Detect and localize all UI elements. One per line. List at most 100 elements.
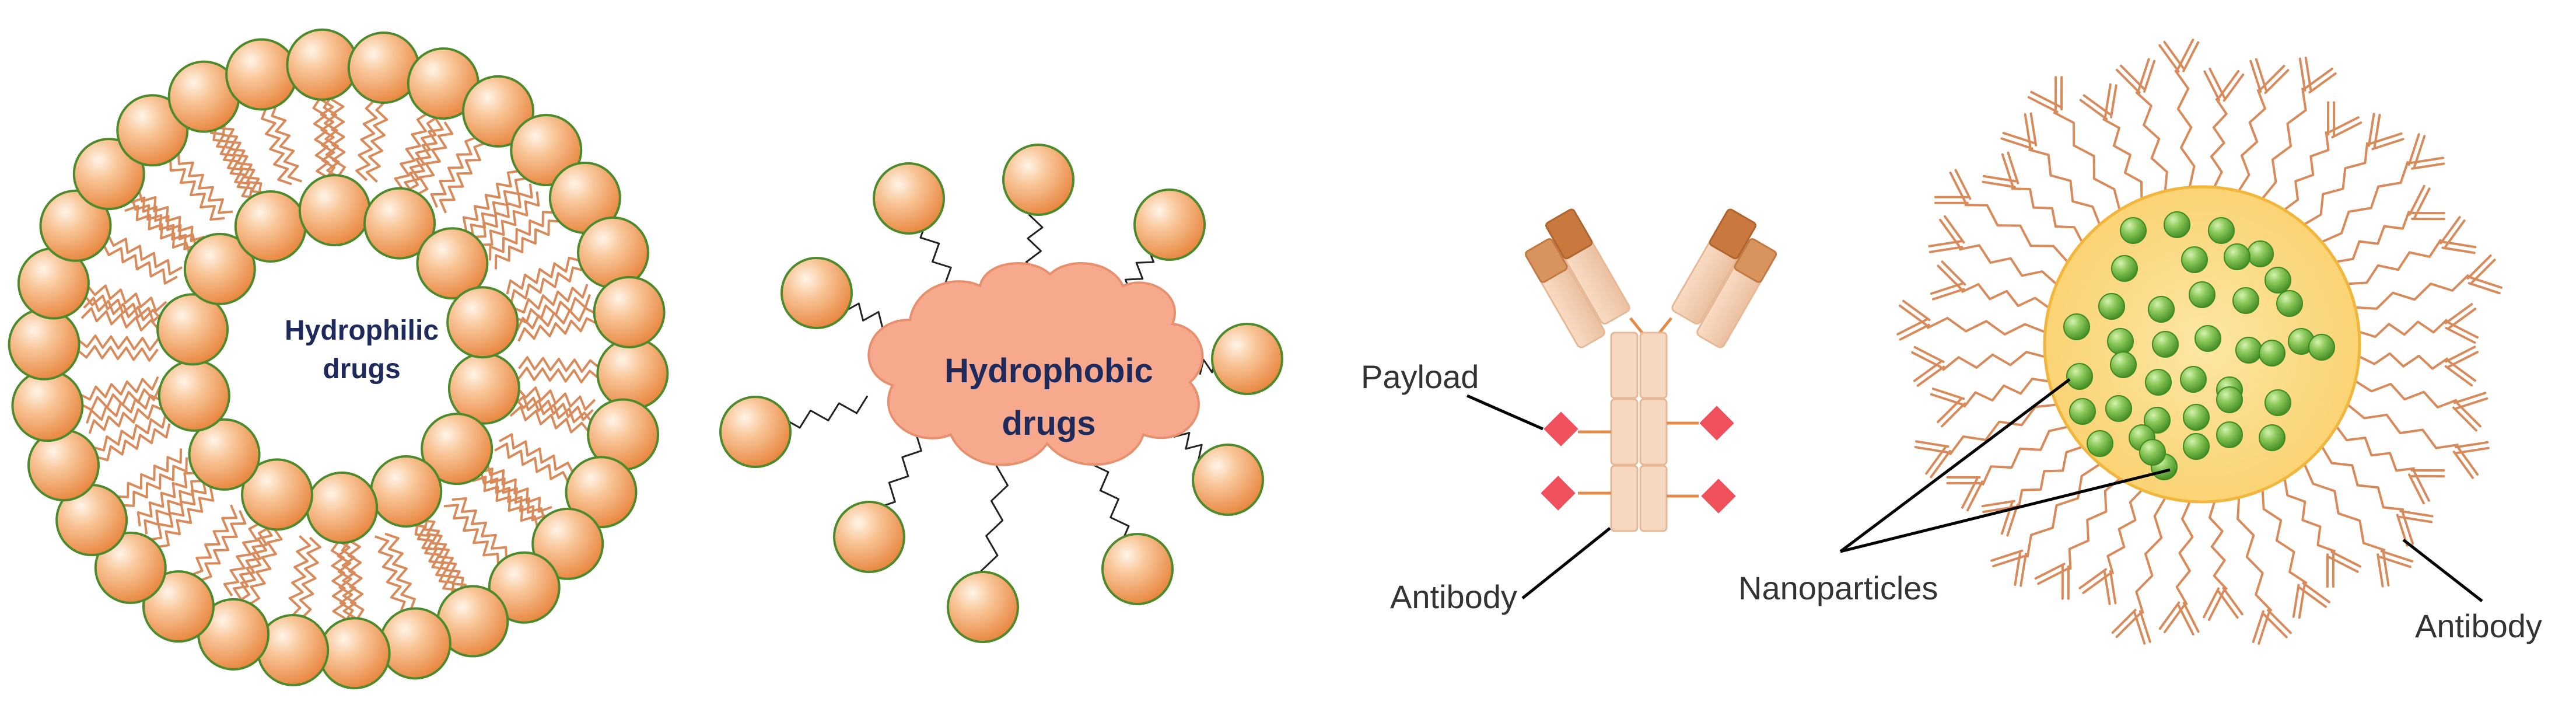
antibody-stem <box>2336 427 2415 472</box>
antibody-arm <box>2445 345 2476 363</box>
antibody-arm <box>2078 568 2107 589</box>
antibody-arm <box>2260 65 2286 90</box>
antibody-arm <box>2292 584 2300 618</box>
lipid-tail <box>271 106 303 183</box>
antibody-arm <box>2408 473 2425 505</box>
antibody-arm <box>2457 447 2479 476</box>
lipid-tail <box>336 539 354 619</box>
lipid-tail <box>424 519 467 587</box>
antibody-arm <box>2203 70 2221 102</box>
lipid-tail <box>418 121 454 195</box>
antibody-stem <box>2174 69 2196 187</box>
lipid-tail <box>439 142 484 214</box>
antibody-arm <box>1939 218 1961 247</box>
lipid-tail <box>517 367 598 383</box>
antibody-stem <box>2102 117 2143 198</box>
lipid-tail <box>517 356 599 373</box>
adc-left-arm <box>1524 208 1630 348</box>
nanoparticle-dot <box>2183 433 2210 460</box>
lipid-head <box>116 94 189 167</box>
antibody-stem <box>2321 446 2404 511</box>
antibody-arm <box>2110 84 2118 118</box>
antibody-arm <box>2079 99 2108 120</box>
nanoparticle-dot <box>2063 313 2090 340</box>
antibody-arm <box>2143 60 2156 93</box>
antibody-arm <box>1954 169 1972 200</box>
lipid-head <box>318 617 391 690</box>
lipid-head <box>158 359 230 432</box>
antibody-arm <box>2007 151 2020 184</box>
np-antibody-leader-line <box>2402 539 2483 602</box>
antibody-arm <box>2441 246 2476 254</box>
antibody-arm <box>2413 470 2430 502</box>
antibody-arm <box>2298 585 2306 619</box>
lipid-tail <box>384 532 416 609</box>
lipid-head <box>94 531 167 604</box>
antibody-arm <box>1931 388 1965 400</box>
antibody-stem <box>1958 244 2057 284</box>
antibody-arm <box>2298 57 2306 92</box>
lipid-tail <box>487 465 552 513</box>
lipid-head <box>421 413 494 486</box>
antibody-stem <box>2360 352 2449 370</box>
antibody-arm <box>2444 365 2473 387</box>
lipid-head <box>225 38 298 111</box>
lipid-tail <box>103 246 178 285</box>
antibody-arm <box>2207 590 2225 621</box>
lipid-tail <box>108 236 183 275</box>
antibody-arm <box>2305 67 2333 89</box>
nanoparticle-dot <box>2180 366 2207 393</box>
antibody-stem <box>2284 131 2330 210</box>
adc-stem <box>1610 331 1668 532</box>
antibody-stem <box>2017 446 2082 509</box>
antibody-arm <box>2399 509 2434 518</box>
antibody-arm <box>1915 440 1950 448</box>
antibody-arm <box>2029 112 2038 146</box>
payload-diamond <box>1541 476 1576 511</box>
lipid-head <box>188 418 261 491</box>
lipid-head <box>39 189 112 262</box>
lipid-tail <box>223 523 259 596</box>
antibody-arm <box>2203 587 2220 619</box>
lipid-head <box>510 114 583 187</box>
lipid-tail <box>365 102 388 183</box>
antibody-arm <box>2034 563 2066 580</box>
liposome-label-line1: Hydrophilic <box>285 315 439 346</box>
antibody-arm <box>2455 441 2489 449</box>
antibody-stem <box>2135 498 2166 614</box>
lipid-tail <box>169 160 225 221</box>
antibody-arm <box>2448 360 2476 382</box>
lipid-tail <box>443 504 499 564</box>
lipid-tail <box>80 376 159 401</box>
antibody-arm <box>2020 553 2027 587</box>
lipid-head <box>363 187 436 260</box>
nanoparticles-leader-line-2 <box>1840 468 2171 553</box>
lipid-tail <box>177 154 233 214</box>
antibody-arm <box>1899 304 1927 326</box>
adc-antibody-label: Antibody <box>1390 578 1517 615</box>
lipid-tail <box>233 527 268 601</box>
lipid-tail <box>499 433 573 472</box>
lipid-tail <box>394 113 427 191</box>
lipid-tail <box>519 386 596 411</box>
antibody-arm <box>2328 116 2360 133</box>
antibody-arm <box>2452 451 2474 479</box>
lipid-head <box>306 471 379 544</box>
antibody-arm <box>2258 612 2270 645</box>
antibody-stem <box>2304 465 2386 552</box>
nanoparticle-dot <box>2276 290 2303 317</box>
lipid-head <box>1002 144 1074 216</box>
lipid-head <box>596 337 669 410</box>
antibody-stem <box>1964 204 2068 262</box>
nanoparticle-dot <box>2216 421 2243 448</box>
antibody-arm <box>2177 39 2194 70</box>
antibody-stem <box>2261 491 2308 585</box>
antibody-stem <box>2238 89 2266 191</box>
lipid-tail <box>462 170 518 232</box>
antibody-stem <box>2011 187 2083 242</box>
lipid-tail <box>144 480 201 535</box>
lipid-tail <box>374 535 406 612</box>
antibody-arm <box>2158 601 2180 630</box>
antibody-arm <box>2410 156 2444 164</box>
antibody-stem <box>2348 239 2442 285</box>
